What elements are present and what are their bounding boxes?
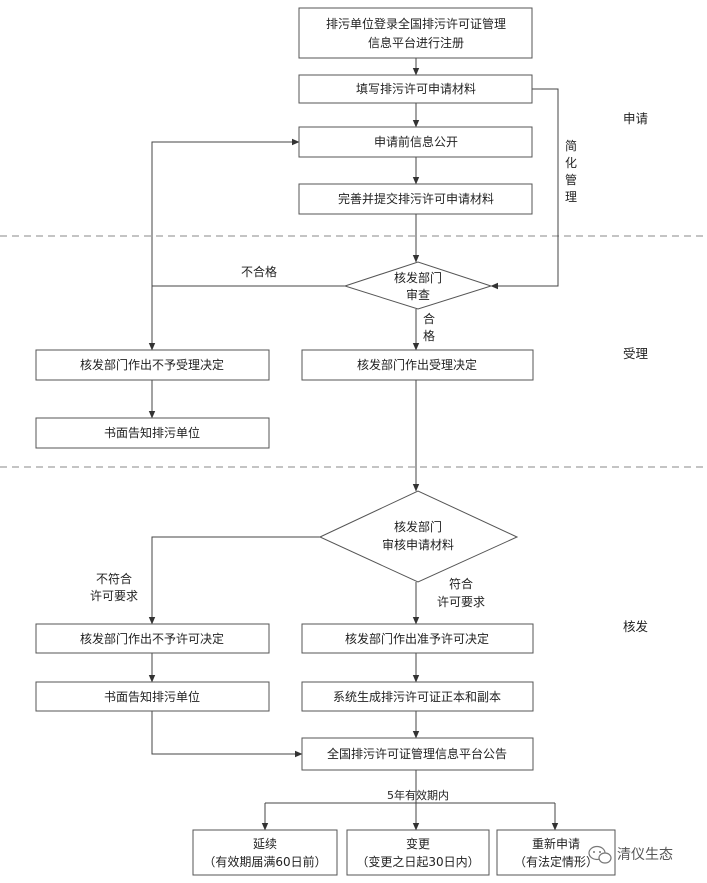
- label-compliant-line2: 许可要求: [437, 595, 485, 609]
- node-review2-line1: 核发部门: [394, 519, 442, 534]
- node-submit: 完善并提交排污许可申请材料: [298, 183, 533, 215]
- stage-label-apply: 申请: [623, 111, 648, 126]
- label-simplified-management: 简 化 管 理: [565, 139, 577, 204]
- node-reject-accept-label: 核发部门作出不予受理决定: [80, 357, 224, 372]
- node-reject-permit: 核发部门作出不予许可决定: [35, 623, 270, 654]
- arrow-notify2-announce: [151, 711, 303, 758]
- node-reject-accept: 核发部门作出不予受理决定: [35, 349, 270, 381]
- node-register-line1: 排污单位登录全国排污许可证管理: [326, 16, 506, 31]
- label-simplified-c1: 简: [565, 139, 577, 153]
- node-review1: 核发部门 审查: [343, 261, 493, 310]
- label-qualified-c1: 合: [423, 311, 435, 326]
- node-renew-line2: （有效期届满60日前）: [203, 854, 326, 869]
- label-simplified-c3: 管: [565, 172, 577, 187]
- node-renew-line1: 延续: [253, 837, 277, 851]
- label-qualified-c2: 格: [423, 328, 435, 343]
- node-register: 排污单位登录全国排污许可证管理 信息平台进行注册: [298, 7, 533, 59]
- node-notify1: 书面告知排污单位: [35, 417, 270, 449]
- node-reject-permit-label: 核发部门作出不予许可决定: [80, 631, 224, 646]
- node-change-line1: 变更: [406, 836, 430, 851]
- node-fill: 填写排污许可申请材料: [298, 74, 533, 104]
- node-grant: 核发部门作出准予许可决定: [301, 623, 534, 654]
- node-grant-label: 核发部门作出准予许可决定: [345, 631, 489, 646]
- label-simplified-c4: 理: [565, 190, 577, 204]
- node-generate: 系统生成排污许可证正本和副本: [301, 681, 534, 712]
- node-announce: 全国排污许可证管理信息平台公告: [301, 737, 534, 771]
- label-validity: 5年有效期内: [387, 788, 449, 802]
- node-fill-label: 填写排污许可申请材料: [356, 82, 476, 96]
- node-reapply: 重新申请 （有法定情形）: [496, 829, 616, 876]
- node-notify2-label: 书面告知排污单位: [104, 689, 200, 704]
- label-noncompliant-line1: 不符合: [96, 571, 132, 586]
- watermark: 清仪生态: [588, 845, 673, 864]
- stage-label-accept: 受理: [623, 346, 649, 361]
- node-reapply-line2: （有法定情形）: [514, 854, 598, 869]
- node-review2: 核发部门 审核申请材料: [318, 490, 519, 583]
- watermark-text: 清仪生态: [617, 847, 673, 863]
- label-unqualified: 不合格: [241, 264, 277, 279]
- node-reapply-line1: 重新申请: [532, 836, 580, 851]
- label-noncompliant-line2: 许可要求: [90, 589, 138, 603]
- wechat-bubble-icon: [588, 845, 612, 864]
- node-notify1-label: 书面告知排污单位: [104, 425, 200, 440]
- node-change: 变更 （变更之日起30日内）: [346, 829, 490, 876]
- node-accept-label: 核发部门作出受理决定: [357, 357, 477, 372]
- node-disclose: 申请前信息公开: [298, 126, 533, 158]
- arrow-unqualified-disclose: [151, 138, 300, 286]
- node-review1-line1: 核发部门: [394, 270, 442, 285]
- connectors: [148, 58, 559, 831]
- node-generate-label: 系统生成排污许可证正本和副本: [333, 690, 501, 704]
- node-review2-line2: 审核申请材料: [382, 537, 454, 552]
- label-simplified-c2: 化: [565, 156, 577, 170]
- node-announce-label: 全国排污许可证管理信息平台公告: [327, 746, 507, 761]
- node-accept: 核发部门作出受理决定: [301, 349, 534, 381]
- node-disclose-label: 申请前信息公开: [374, 134, 458, 149]
- node-submit-label: 完善并提交排污许可申请材料: [338, 191, 494, 206]
- label-compliant-line1: 符合: [449, 576, 473, 591]
- node-change-line2: （变更之日起30日内）: [356, 854, 479, 869]
- stage-label-issue: 核发: [623, 619, 649, 634]
- node-register-line2: 信息平台进行注册: [368, 35, 464, 50]
- node-review1-line2: 审查: [406, 287, 430, 302]
- node-renew: 延续 （有效期届满60日前）: [192, 829, 338, 876]
- arrow-simplified-path: [490, 88, 559, 290]
- node-notify2: 书面告知排污单位: [35, 681, 270, 712]
- arrow-review2-reject-permit: [148, 536, 320, 625]
